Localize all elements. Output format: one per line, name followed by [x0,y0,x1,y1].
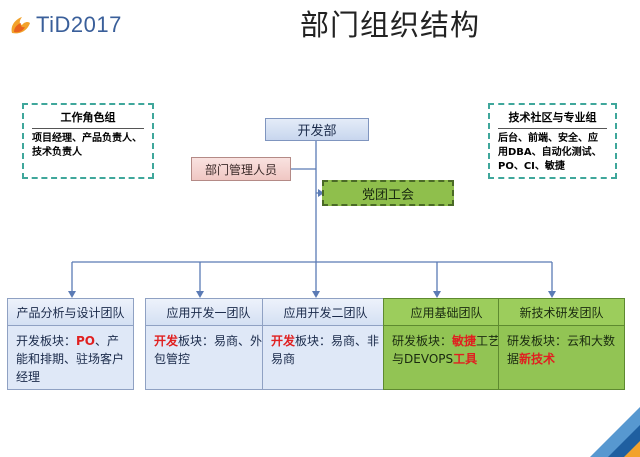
team-description: 研发板块：敏捷工艺与DEVOPS工具 [384,326,509,374]
work-role-group-body: 项目经理、产品负责人、技术负责人 [32,133,142,158]
team-box: 产品分析与设计团队开发板块：PO、产能和排期、驻场客户经理 [7,298,134,390]
management-staff-node: 部门管理人员 [191,157,291,181]
description-text: 研发板块：云和大数据 [507,334,616,366]
team-box: 应用开发二团队开发板块：易商、非易商 [262,298,389,390]
highlight-text: 开发 [271,334,296,348]
team-box: 应用开发一团队开发板块：易商、外包管控 [145,298,272,390]
team-description: 开发板块：易商、外包管控 [146,326,271,374]
description-text: 工艺与DEVOPS [392,334,501,366]
team-name: 产品分析与设计团队 [8,299,133,326]
work-role-group: 工作角色组 项目经理、产品负责人、技术负责人 [22,103,154,179]
dev-department-node: 开发部 [265,118,369,141]
team-description: 开发板块：易商、非易商 [263,326,388,374]
party-union-node: 党团工会 [322,180,454,206]
team-name: 新技术研发团队 [499,299,624,326]
highlight-text: 开发 [154,334,179,348]
tech-community-group-title: 技术社区与专业组 [498,109,607,129]
team-name: 应用开发一团队 [146,299,271,326]
team-description: 开发板块：PO、产能和排期、驻场客户经理 [8,326,133,392]
highlight-text: 工具 [453,352,478,366]
work-role-group-title: 工作角色组 [32,109,144,129]
highlight-text: PO [76,334,96,348]
team-box: 新技术研发团队研发板块：云和大数据新技术 [498,298,625,390]
flame-logo-icon [8,13,32,37]
description-text: 板块：易商、外包管控 [154,334,263,366]
tech-community-group: 技术社区与专业组 后台、前端、安全、应用DBA、自动化测试、PO、CI、敏捷 [488,103,617,179]
page-title: 部门组织结构 [300,8,481,42]
description-text: 板块：易商、非易商 [271,334,380,366]
team-name: 应用开发二团队 [263,299,388,326]
corner-decoration [590,407,640,457]
highlight-text: 敏捷 [452,334,477,348]
highlight-text: 新技术 [519,352,556,366]
team-description: 研发板块：云和大数据新技术 [499,326,624,374]
brand-logo: TiD2017 [8,10,122,40]
tech-community-group-body: 后台、前端、安全、应用DBA、自动化测试、PO、CI、敏捷 [498,133,602,172]
description-text: 开发板块： [16,334,77,348]
team-box: 应用基础团队研发板块：敏捷工艺与DEVOPS工具 [383,298,510,390]
logo-text: TiD2017 [36,12,122,37]
team-name: 应用基础团队 [384,299,509,326]
description-text: 研发板块： [392,334,453,348]
description-text: 、产能和排期、驻场客户经理 [16,334,125,384]
